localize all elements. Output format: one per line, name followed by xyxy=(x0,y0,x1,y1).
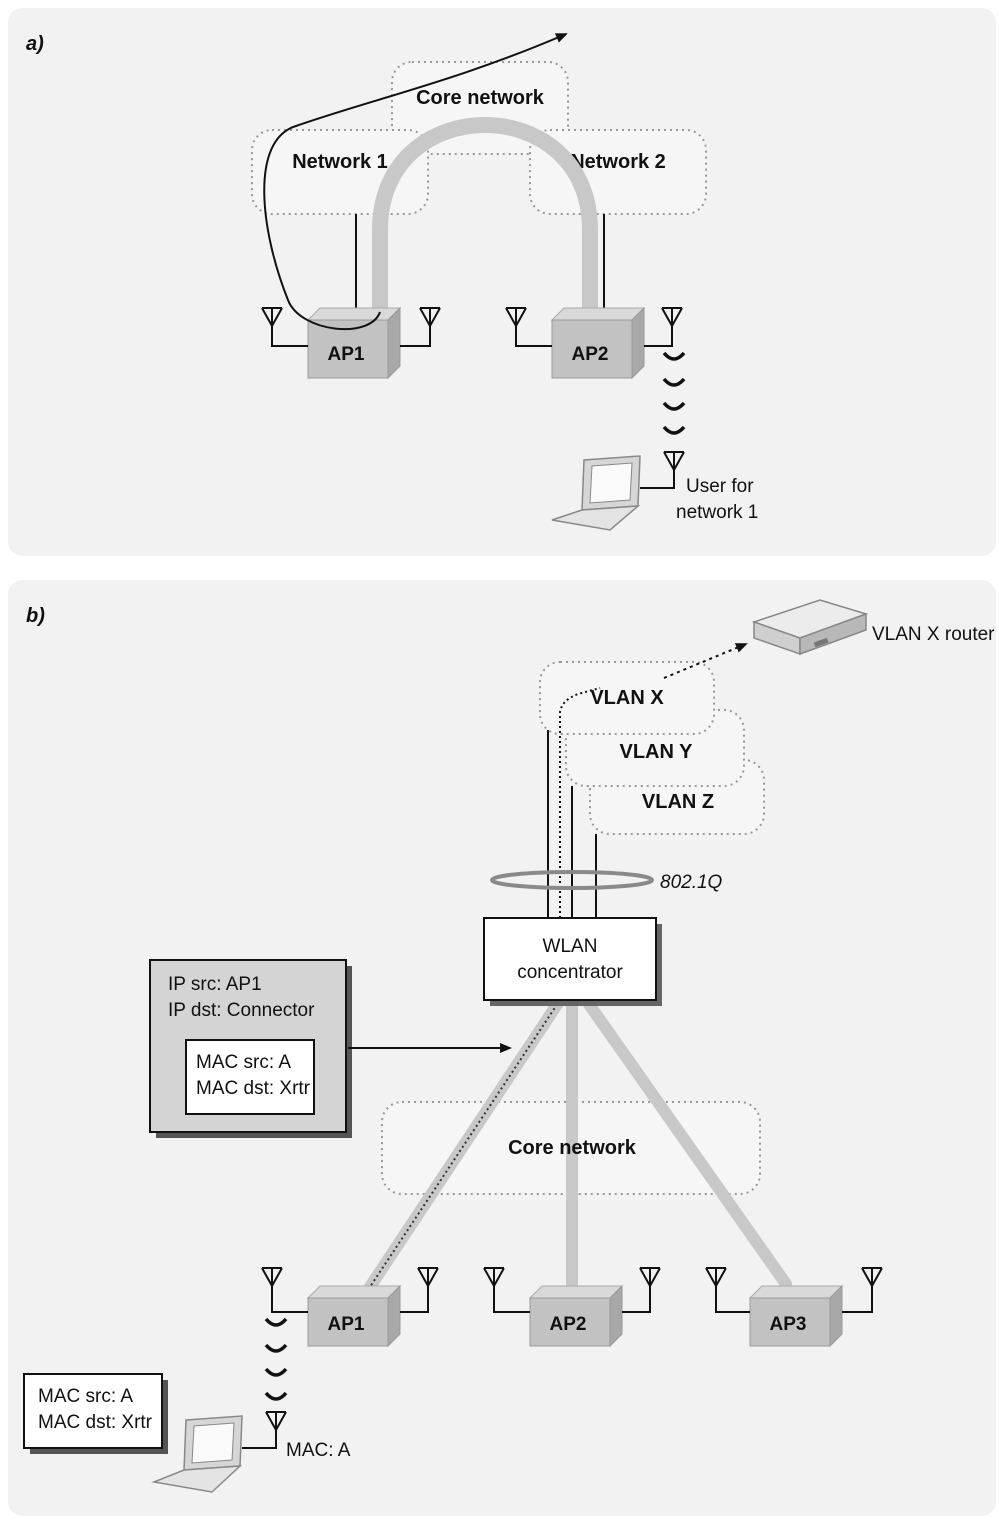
panel-b: b) VLAN X router VLAN X VLAN Y VLAN Z 80… xyxy=(8,580,996,1516)
laptop-icon-a xyxy=(551,455,641,531)
inner-mac-src-label: MAC src: A xyxy=(196,1052,291,1073)
tunnel-ap3 xyxy=(580,994,792,1290)
ap2-box-b: AP2 xyxy=(528,1284,624,1348)
concentrator-label-line2: concentrator xyxy=(517,962,623,983)
router-dotted-arrow xyxy=(663,643,748,679)
vlan-y-label: VLAN Y xyxy=(620,741,694,763)
vlan-x-label: VLAN X xyxy=(590,687,664,709)
panel-b-tag: b) xyxy=(26,605,45,627)
dot1q-label: 802.1Q xyxy=(660,872,723,893)
client-mac-src-label: MAC src: A xyxy=(38,1386,133,1407)
concentrator-label-line1: WLAN xyxy=(543,936,598,957)
core-network-label-b: Core network xyxy=(508,1137,637,1159)
ap1-box-b: AP1 xyxy=(306,1284,402,1348)
router-icon xyxy=(751,599,869,656)
laptop-icon-b xyxy=(151,1415,243,1493)
ap3-box-b: AP3 xyxy=(748,1284,844,1348)
vlan-x-cloud xyxy=(539,661,715,735)
ap1-box-a: AP1 xyxy=(306,306,402,380)
dot1q-ring xyxy=(490,870,654,890)
traffic-path-arrow xyxy=(263,33,568,331)
vlan-z-label: VLAN Z xyxy=(642,791,714,813)
panel-a-tag: a) xyxy=(26,33,44,55)
tunnel-arch xyxy=(372,117,598,326)
network2-label: Network 2 xyxy=(570,151,666,173)
inner-frame-box xyxy=(185,1039,315,1115)
ap2-box-a: AP2 xyxy=(550,306,646,380)
ap1-label-a: AP1 xyxy=(328,344,365,365)
wlan-concentrator-box xyxy=(483,917,657,1001)
ap2-label-a: AP2 xyxy=(572,344,609,365)
inner-mac-dst-label: MAC dst: Xrtr xyxy=(196,1078,311,1099)
client-frame-box xyxy=(23,1373,163,1449)
ip-dst-label: IP dst: Connector xyxy=(168,1000,315,1021)
vlan-x-dotted-path xyxy=(559,687,601,918)
panel-a: a) Core network Network 1 Network 2 AP1 xyxy=(8,8,996,556)
vlan-x-router-label: VLAN X router xyxy=(872,624,995,645)
user-label-line2: network 1 xyxy=(676,502,758,523)
tunnel-ap1-dotted-path xyxy=(359,999,561,1303)
ap2-label-b: AP2 xyxy=(550,1314,587,1335)
client-mac-label: MAC: A xyxy=(286,1440,351,1461)
ap1-label-b: AP1 xyxy=(328,1314,365,1335)
client-mac-dst-label: MAC dst: Xrtr xyxy=(38,1412,153,1433)
core-network-label-a: Core network xyxy=(416,87,545,109)
user-label-line1: User for xyxy=(686,476,754,497)
ip-src-label: IP src: AP1 xyxy=(168,974,262,995)
ap3-label-b: AP3 xyxy=(770,1314,807,1335)
network2-cloud xyxy=(529,129,707,215)
network1-label: Network 1 xyxy=(292,151,388,173)
